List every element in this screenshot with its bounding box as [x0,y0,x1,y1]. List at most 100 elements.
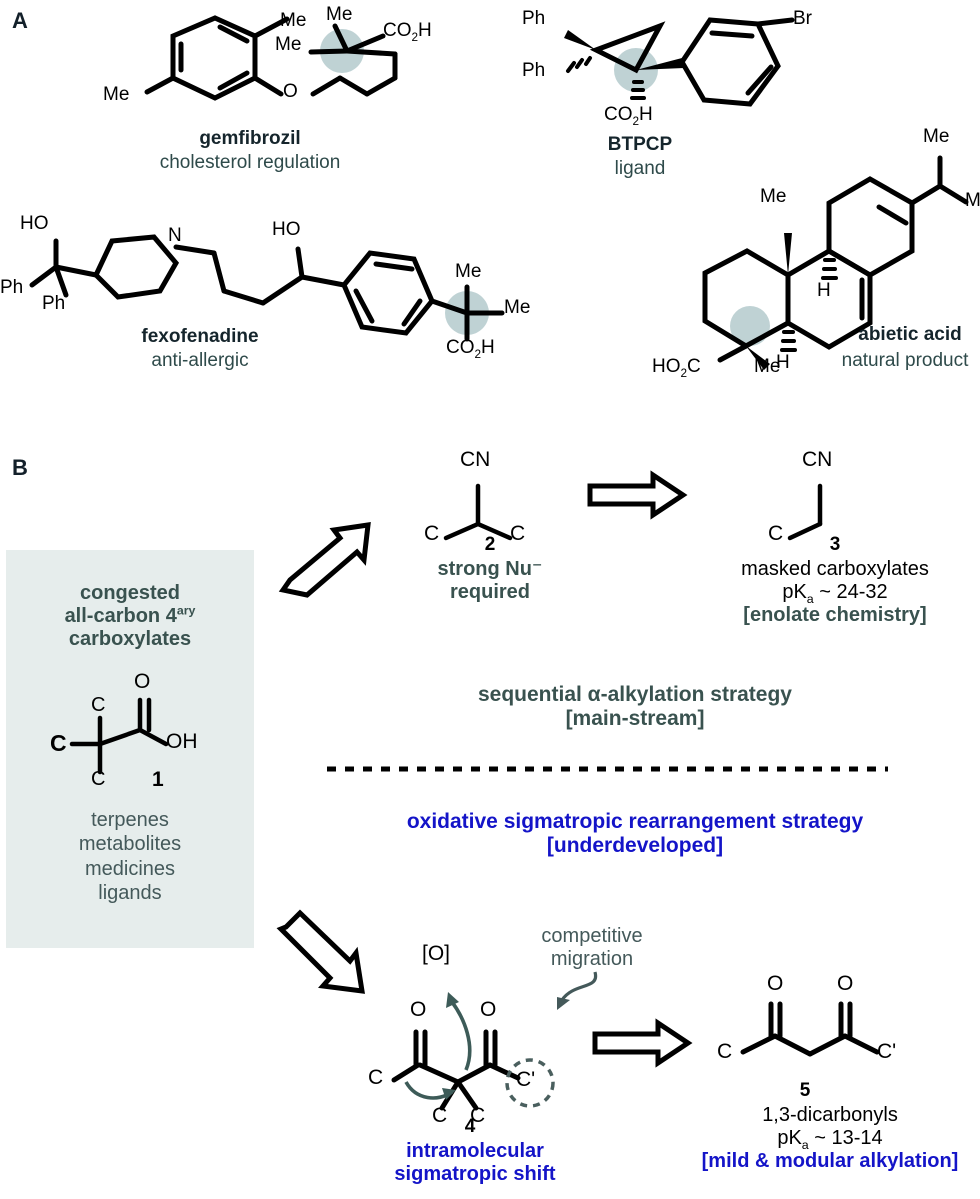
retro-arrow-downright [276,905,393,1015]
dashed-highlight-circle [505,1058,555,1108]
atom-label-nitrogen: N [168,225,182,246]
atom-label-carbon: C [368,1066,384,1089]
abietic-acid-name: abietic acid [858,324,962,345]
atom-label-carbon: C [470,1104,486,1127]
fexofenadine-subtitle: anti-allergic [151,350,249,371]
source-box-title-line-2-text: all-carbon 4 [64,605,177,628]
source-box-title-line-1: congested [79,582,181,604]
atom-label-carbon: C [432,1104,448,1127]
top-strategy-line-2: [main-stream] [565,707,705,731]
dashed-divider [325,766,890,772]
compound-3-bracket: [enolate chemistry] [743,604,927,627]
molecule-btpcp: Ph Ph Br CO2H [522,4,850,134]
reaction-arrow-bottom [590,1018,695,1068]
atom-label-me: Me [754,356,781,377]
atom-label-carbon: C [91,694,106,716]
source-list-item: metabolites [78,833,182,856]
carbanion-charge: – [472,514,483,535]
compound-3-caption: masked carboxylates pKa ~ 24-32 [enolate… [690,558,980,628]
annotation-pointer-arrow [500,968,610,1038]
top-strategy-line-1: sequential α-alkylation strategy [477,683,792,706]
molecule-gemfibrozil: Me Me Me Me O CO2H [95,4,495,126]
atom-label-me: Me [504,297,531,318]
atom-label-oxygen: O [480,998,497,1021]
atom-label-me: Me [760,186,787,207]
compound-4-caption-line-1: intramolecular [406,1140,544,1162]
atom-label-nitrile: CN [460,448,491,471]
gemfibrozil-subtitle: cholesterol regulation [159,152,341,173]
annotation-line-2: migration [550,948,634,971]
gemfibrozil-name: gemfibrozil [199,128,301,149]
bottom-heading-line-1: oxidative sigmatropic rearrangement stra… [406,810,864,833]
atom-label-me: Me [965,190,980,211]
compound-2-number: 2 [484,534,496,555]
atom-label-phenyl: Ph [522,60,546,81]
atom-label-carboxylic-acid: CO2H [446,337,495,361]
atom-label-carboxylic-acid: CO2H [383,20,432,44]
atom-label-oxygen: O [410,998,427,1021]
compound-1-structure: O C C C OH 1 [42,670,222,802]
atom-label-me: Me [103,84,130,105]
fexofenadine-name: fexofenadine [141,326,259,347]
compound-3-number: 3 [829,534,841,555]
compound-5-structure: O O C C' [717,960,945,1090]
atom-label-me: Me [275,34,302,55]
atom-label-hydroxyl: HO [272,219,301,240]
atom-label-carboxylic-acid: HO2C [652,356,701,380]
oxidant-label: [O] [422,942,451,965]
compound-5-caption: 1,3-dicarbonyls pKa ~ 13-14 [mild & modu… [680,1104,980,1174]
panel-b-letter: B [12,455,28,480]
atom-label-oxygen: O [767,972,784,995]
atom-label-phenyl: Ph [42,293,66,314]
compound-2-caption-line-2: required [449,581,531,604]
atom-label-me: Me [923,126,950,147]
fexofenadine-structure [29,234,505,342]
compound-4-caption: intramolecular sigmatropic shift [350,1140,600,1186]
atom-label-me: Me [280,10,307,31]
compound-4-number: 4 [464,1116,476,1137]
compound-5-pka: pKa ~ 13-14 [777,1127,883,1153]
source-box-title-superscript: ary [176,603,196,618]
atom-label-carbon: C [768,522,784,545]
compound-1-number: 1 [152,768,164,791]
atom-label-me: Me [455,261,482,282]
panel-a-letter: A [12,8,28,33]
compound-2-caption-line-1: strong Nu⁻ [437,558,543,580]
top-strategy-text: sequential α-alkylation strategy [main-s… [290,683,980,732]
source-list-item: terpenes [91,809,169,831]
compound-2-structure: CN C C – [400,448,580,562]
atom-label-phenyl: Ph [522,8,546,29]
atom-label-hydroxyl: OH [166,730,198,753]
competitive-migration-annotation: competitive migration [512,925,672,971]
atom-label-carbon: C [510,522,526,545]
compound-5-caption-line-1: 1,3-dicarbonyls [762,1104,898,1126]
molecule-abietic-acid: Me Me Me H H HO2C Me [650,126,980,380]
compound-4-caption-line-2: sigmatropic shift [394,1163,556,1186]
compound-4-structure: C O O C C C' [O] [368,920,640,1127]
molecule-fexofenadine: HO Ph Ph N HO Me Me CO2H [0,205,548,370]
atom-label-hydrogen: H [776,352,790,373]
gemfibrozil-structure [144,15,398,101]
source-box-list: terpenes metabolites medicines ligands [6,808,254,906]
compound-5-number: 5 [799,1080,811,1101]
source-box-title-line-3: carboxylates [68,628,192,651]
atom-label-carbon-bold: C [50,730,67,756]
bottom-heading-line-2: [underdeveloped] [546,834,724,858]
annotation-line-1: competitive [541,925,643,947]
source-box-title-line-2: all-carbon 4ary [6,603,254,628]
atom-label-me: Me [326,4,353,25]
source-list-item: medicines [84,857,176,880]
source-list-item: ligands [98,882,162,905]
compound-5-bracket: [mild & modular alkylation] [701,1150,959,1173]
atom-label-carboxylic-acid: CO2H [604,104,653,128]
source-box-title: congested all-carbon 4ary carboxylates [6,582,254,652]
atom-label-hydrogen: H [817,280,831,301]
abietic-acid-subtitle: natural product [841,350,969,371]
compound-3-pka: pKa ~ 24-32 [782,581,888,607]
retro-arrow-upright [278,498,388,598]
atom-label-carbon: C [717,1040,733,1063]
atom-label-oxygen: O [134,670,151,693]
compound-3-caption-line-1: masked carboxylates [741,558,929,580]
atom-label-oxygen: O [837,972,854,995]
atom-label-carbon: C [91,768,106,790]
